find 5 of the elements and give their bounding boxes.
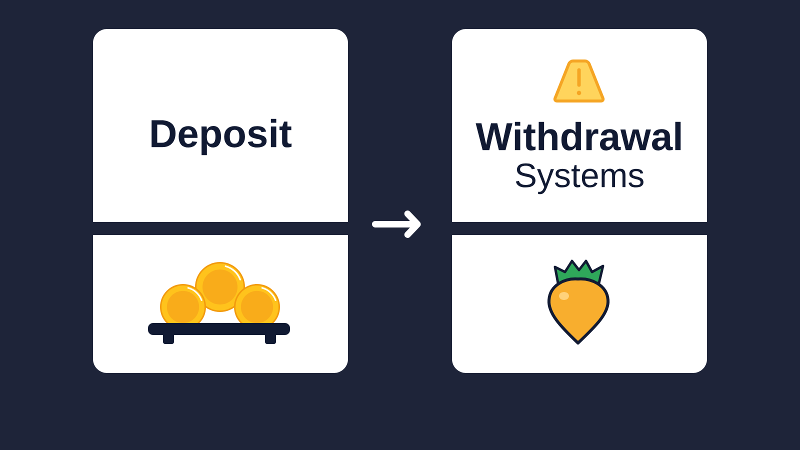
heading: Deposit — [152, 118, 292, 156]
arrow — [372, 210, 421, 238]
heading: Withdrawal — [476, 122, 681, 150]
subheading: Systems — [516, 163, 644, 194]
card-panel — [93, 29, 348, 222]
